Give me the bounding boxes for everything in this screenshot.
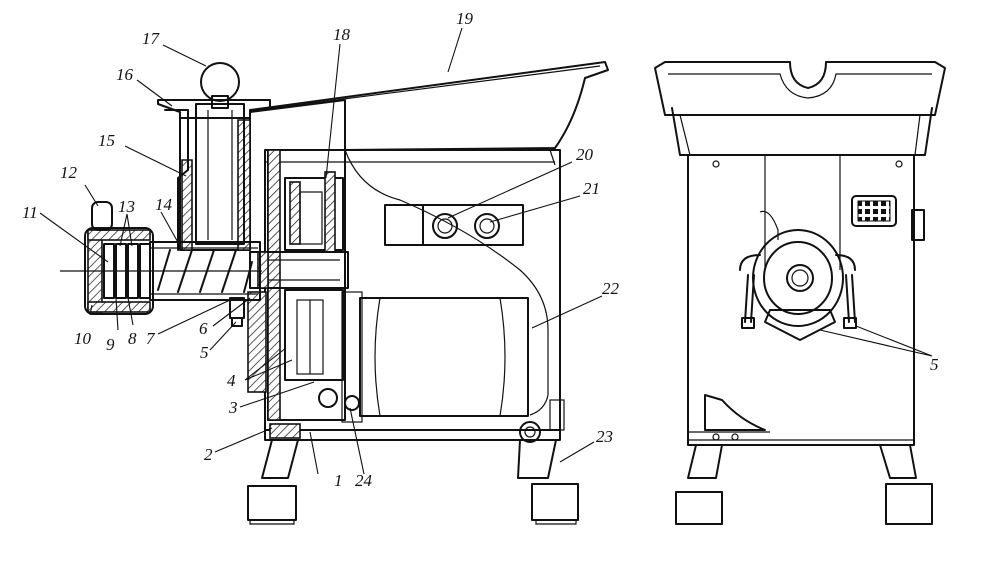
callout-6: 6 (199, 319, 208, 338)
front-hopper-tray (654, 61, 946, 116)
callout-3: 3 (228, 398, 238, 417)
pusher (195, 103, 245, 245)
outlet-hole (786, 264, 814, 292)
nut-handle (91, 201, 113, 231)
front-callout-5: 5 (930, 355, 939, 374)
electric-motor (359, 297, 529, 417)
control-panel (422, 204, 524, 246)
side-view (60, 61, 609, 525)
hopper-tray (249, 61, 609, 151)
callout-21: 21 (583, 179, 600, 198)
callout-5: 5 (200, 343, 209, 362)
grinder-head (752, 229, 844, 327)
nameplate (851, 195, 897, 227)
start-button (432, 213, 458, 239)
front-view-left-foot (675, 491, 723, 525)
front-view-right-foot (885, 483, 933, 525)
callout-20: 20 (576, 145, 594, 164)
front-leg (261, 439, 299, 479)
callout-18: 18 (333, 25, 351, 44)
front-housing (687, 154, 915, 446)
callout-4: 4 (227, 371, 236, 390)
callout-1: 1 (334, 471, 343, 490)
callout-2: 2 (204, 445, 213, 464)
clamp-screw-right (845, 274, 856, 323)
callout-labels: 1 2 3 4 5 6 7 8 9 10 11 12 13 14 15 16 1… (22, 9, 939, 490)
leader-lines (39, 27, 933, 475)
callout-14: 14 (155, 195, 173, 214)
rear-leg (517, 439, 557, 479)
clamp-screw-left (744, 274, 755, 323)
callout-19: 19 (456, 9, 474, 28)
front-view-right-leg (879, 444, 917, 479)
callout-9: 9 (106, 335, 115, 354)
callout-11: 11 (22, 203, 38, 222)
callout-10: 10 (74, 329, 92, 348)
callout-24: 24 (355, 471, 373, 490)
front-foot (247, 485, 297, 521)
callout-15: 15 (98, 131, 115, 150)
callout-17: 17 (142, 29, 161, 48)
callout-23: 23 (596, 427, 613, 446)
panel-plate (384, 204, 424, 246)
front-view (654, 61, 946, 525)
stop-button (474, 213, 500, 239)
callout-22: 22 (602, 279, 620, 298)
callout-12: 12 (60, 163, 78, 182)
callout-8: 8 (128, 329, 137, 348)
front-view-left-leg (687, 444, 723, 479)
callout-13: 13 (118, 197, 135, 216)
callout-7: 7 (146, 329, 156, 348)
rear-foot (531, 483, 579, 521)
callout-16: 16 (116, 65, 134, 84)
hopper-ring (157, 99, 271, 119)
